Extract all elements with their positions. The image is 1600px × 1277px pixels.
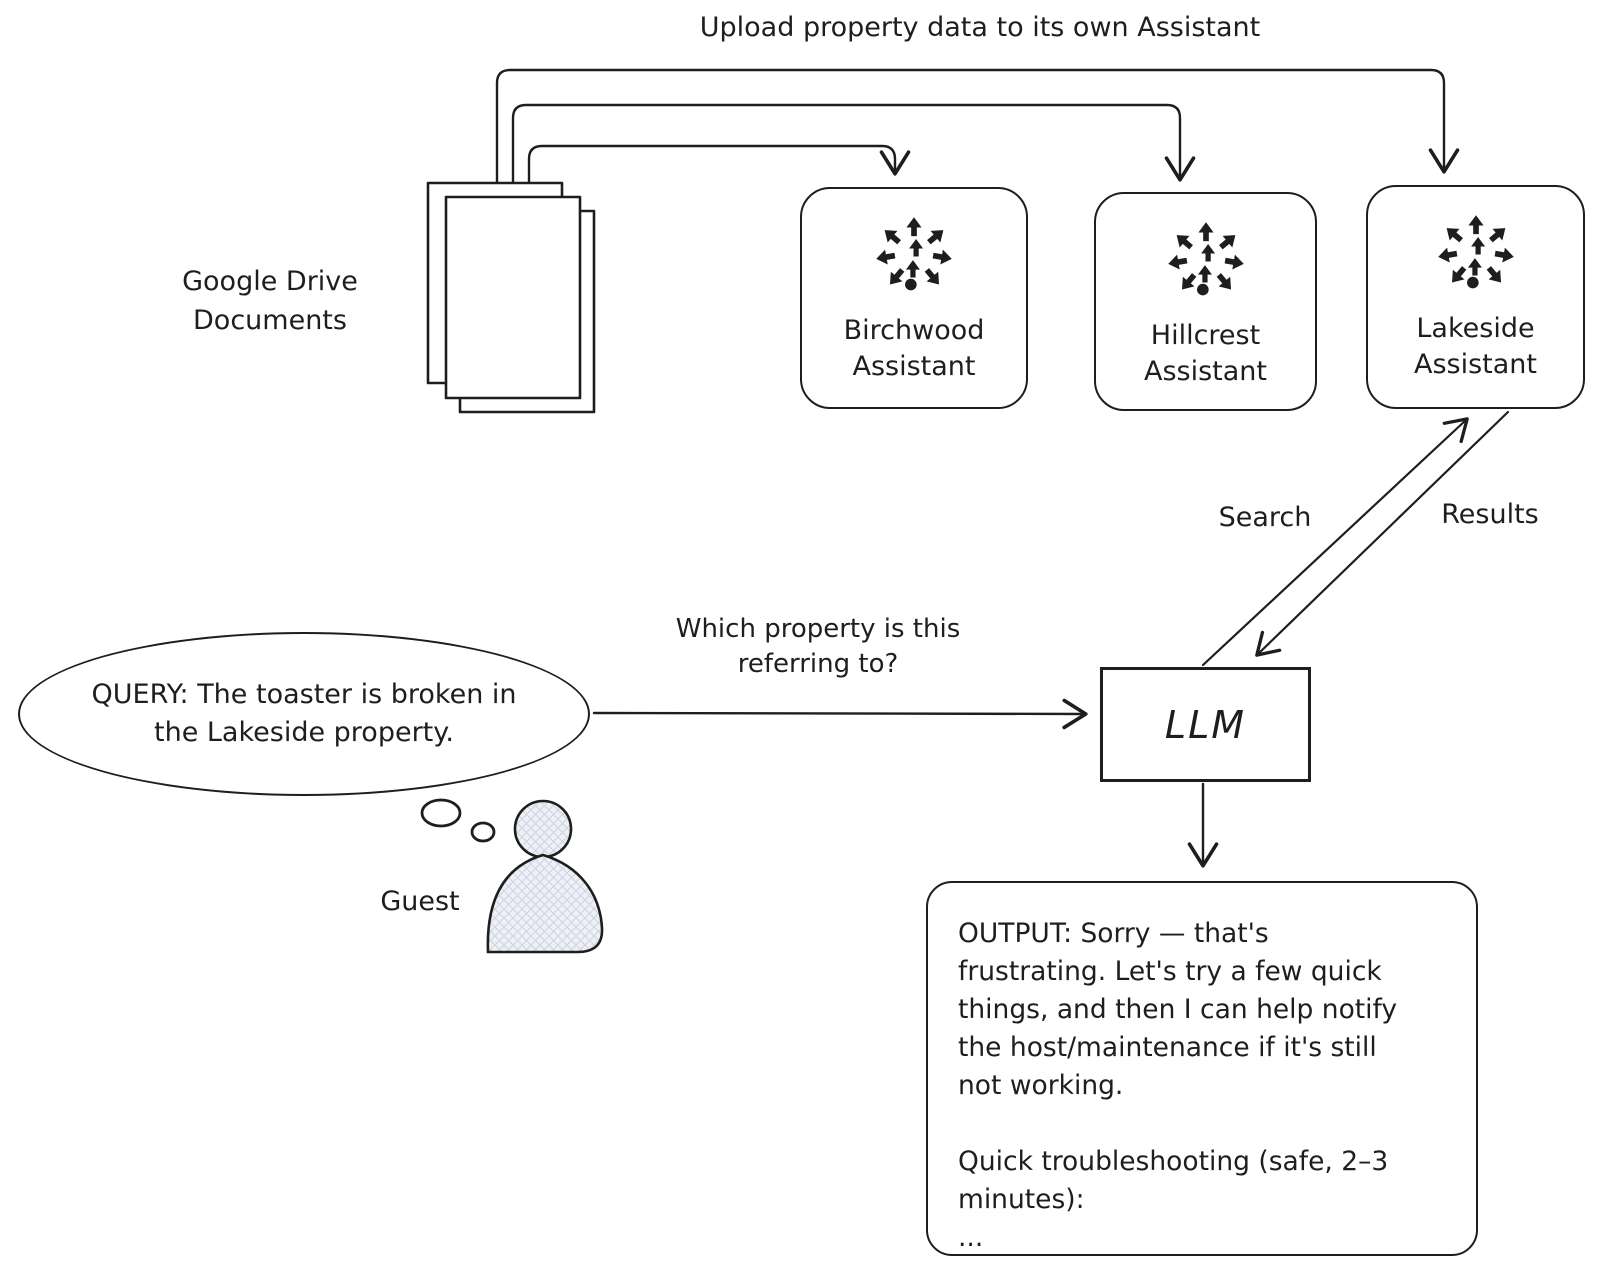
document-sheet [444, 195, 582, 400]
search-label: Search [1218, 502, 1312, 533]
thought-bubble-large [420, 798, 462, 828]
search-arrow [1201, 417, 1469, 667]
upload-arrow-lakeside [495, 68, 1460, 207]
scatter-arrows-icon [874, 217, 954, 291]
thought-bubble-small [470, 821, 496, 843]
diagram-title: Upload property data to its own Assistan… [699, 12, 1261, 43]
google-drive-documents-label: Google Drive Documents [182, 266, 358, 337]
assistant-card-birchwood: Birchwood Assistant [800, 187, 1028, 409]
query-bubble: QUERY: The toaster is broken in the Lake… [18, 632, 590, 796]
output-text: OUTPUT: Sorry — that's frustrating. Let'… [958, 918, 1398, 1253]
query-text: QUERY: The toaster is broken in the Lake… [91, 679, 517, 748]
llm-label: LLM [1164, 702, 1247, 747]
query-to-llm-arrow [592, 698, 1088, 730]
scatter-arrows-icon [1166, 222, 1245, 296]
guest-label: Guest [380, 886, 460, 917]
scatter-arrows-icon [1436, 215, 1515, 289]
assistant-label: Birchwood Assistant [843, 315, 985, 382]
assistant-card-hillcrest: Hillcrest Assistant [1094, 192, 1317, 411]
upload-arrow-birchwood [527, 144, 911, 207]
assistant-label: Lakeside Assistant [1413, 313, 1537, 380]
assistant-label: Hillcrest Assistant [1143, 320, 1267, 387]
guest-figure [486, 799, 604, 954]
upload-arrow-hillcrest [511, 103, 1196, 207]
guest-body [486, 853, 604, 954]
results-arrow [1255, 410, 1510, 657]
question-label: Which property is this referring to? [675, 614, 961, 680]
output-box: OUTPUT: Sorry — that's frustrating. Let'… [926, 881, 1478, 1256]
document-stack [426, 181, 596, 414]
assistant-card-lakeside: Lakeside Assistant [1366, 185, 1585, 409]
guest-head [513, 799, 573, 859]
llm-box: LLM [1100, 667, 1311, 782]
results-label: Results [1441, 499, 1539, 530]
